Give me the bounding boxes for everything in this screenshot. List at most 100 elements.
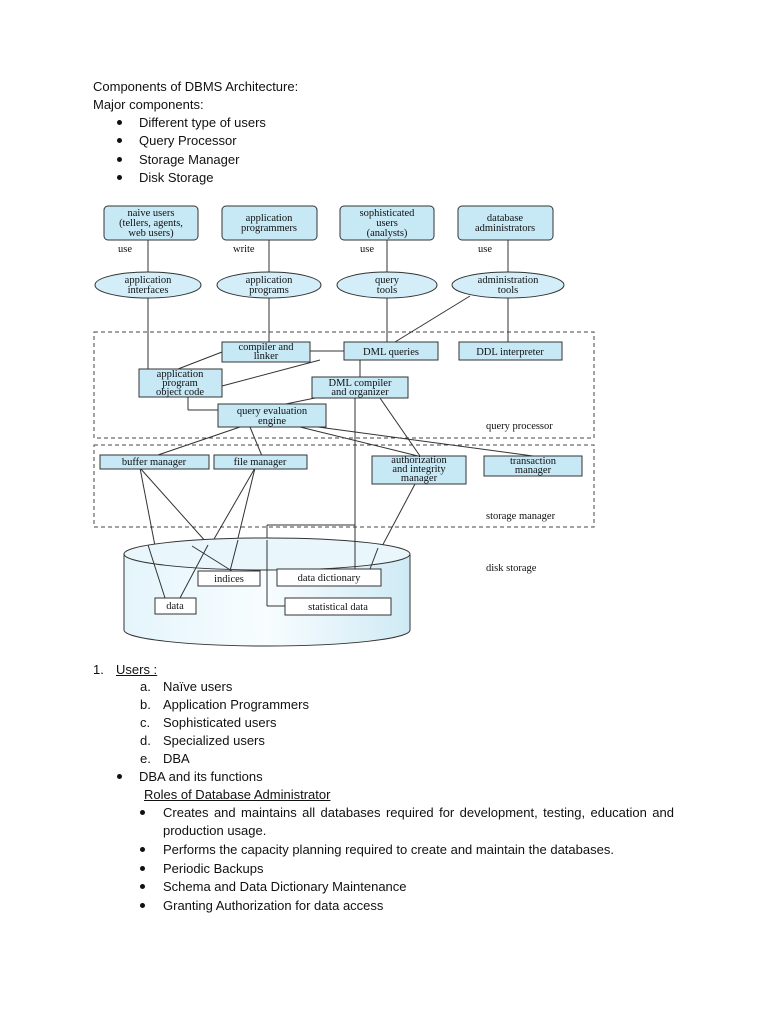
app-programmers-text: application: [246, 213, 293, 224]
bullet-icon: [117, 138, 122, 143]
transaction-text: transaction: [510, 456, 557, 467]
naive-users-text: web users): [128, 228, 174, 239]
user-type-item: Application Programmers: [163, 697, 309, 712]
dba-functions-item: DBA and its functions: [139, 769, 263, 784]
query-processor-label: query processor: [486, 421, 553, 432]
indices-text: indices: [214, 574, 244, 585]
list-marker: a.: [140, 679, 151, 694]
statistical-data-box: [284, 597, 392, 616]
bullet-icon: [117, 175, 122, 180]
doc-subtitle: Major components:: [93, 97, 204, 112]
list-marker: b.: [140, 697, 151, 712]
data-dictionary-box: [276, 568, 382, 587]
list-marker: c.: [140, 715, 151, 730]
dml-compiler-text: DML compiler: [329, 378, 392, 389]
dbms-architecture-diagram: naive users (tellers, agents, web users)…: [93, 205, 595, 647]
bullet-icon: [140, 884, 145, 889]
disk-storage-label: disk storage: [486, 563, 537, 574]
section-number: 1.: [93, 662, 104, 677]
ddl-interpreter-box: [458, 341, 563, 361]
doc-title: Components of DBMS Architecture:: [93, 79, 299, 94]
app-object-code-box: [138, 368, 223, 398]
component-item: Different type of users: [139, 115, 266, 130]
query-engine-text: query evaluation: [237, 406, 308, 417]
tool-text: application: [246, 275, 293, 286]
component-item: Disk Storage: [139, 170, 214, 185]
user-type-item: Naïve users: [163, 679, 233, 694]
storage-manager-region: [93, 444, 595, 528]
compiler-linker-box: [221, 341, 311, 363]
user-type-item: Sophisticated users: [163, 715, 277, 730]
dba-text: database: [487, 213, 523, 224]
dba-role-item: Schema and Data Dictionary Maintenance: [163, 879, 407, 894]
bullet-icon: [140, 903, 145, 908]
query-engine-box: [217, 403, 327, 428]
file-manager-box: [213, 454, 308, 470]
naive-users-text: naive users: [128, 208, 175, 219]
tool-text: tools: [498, 285, 518, 296]
statistical-data-text: statistical data: [308, 602, 368, 613]
buffer-manager-text: buffer manager: [122, 457, 187, 468]
transaction-manager-box: [483, 455, 583, 477]
dba-text: administrators: [475, 223, 535, 234]
list-marker: e.: [140, 751, 151, 766]
data-text: data: [166, 601, 184, 612]
verb-label: use: [360, 244, 374, 255]
dba-role-item: Creates and maintains all databases requ…: [163, 805, 674, 838]
dba-box: [457, 205, 554, 241]
users-heading: Users :: [116, 662, 158, 677]
indices-box: [197, 570, 261, 587]
authorization-text: and integrity: [392, 464, 446, 475]
sophisticated-users-text: (analysts): [367, 228, 408, 239]
sophisticated-users-text: sophisticated: [360, 208, 416, 219]
compiler-text: compiler and: [238, 342, 294, 353]
query-engine-text: engine: [258, 416, 286, 427]
dba-role-item: Periodic Backups: [163, 861, 264, 876]
verb-label: write: [233, 244, 255, 255]
app-object-text: program: [162, 378, 198, 389]
authorization-text: manager: [401, 473, 438, 484]
app-programmers-text: programmers: [241, 223, 297, 234]
data-dictionary-text: data dictionary: [298, 573, 361, 584]
app-object-text: object code: [156, 387, 204, 398]
naive-users-box: [103, 205, 199, 241]
dml-compiler-text: and organizer: [331, 387, 389, 398]
component-item: Storage Manager: [139, 152, 240, 167]
authorization-text: authorization: [391, 455, 447, 466]
data-box: [154, 597, 197, 615]
buffer-manager-box: [99, 454, 210, 470]
compiler-text: linker: [254, 351, 279, 362]
bullet-icon: [140, 847, 145, 852]
tool-text: interfaces: [128, 285, 169, 296]
roles-heading: Roles of Database Administrator: [144, 787, 331, 802]
dml-queries-text: DML queries: [363, 347, 419, 358]
bullet-icon: [140, 866, 145, 871]
bullet-icon: [117, 157, 122, 162]
user-type-item: Specialized users: [163, 733, 265, 748]
tool-text: application: [125, 275, 172, 286]
transaction-text: manager: [515, 465, 552, 476]
dba-role-item: Performs the capacity planning required …: [163, 842, 614, 857]
bullet-icon: [117, 120, 122, 125]
tool-text: query: [375, 275, 400, 286]
tool-text: tools: [377, 285, 397, 296]
sophisticated-users-text: users: [376, 218, 398, 229]
user-type-item: DBA: [163, 751, 190, 766]
bullet-icon: [140, 810, 145, 815]
bullet-icon: [117, 774, 122, 779]
ddl-interpreter-text: DDL interpreter: [476, 347, 544, 358]
dba-role-item: Granting Authorization for data access: [163, 898, 384, 913]
dml-queries-box: [343, 341, 439, 361]
file-manager-text: file manager: [234, 457, 287, 468]
tool-text: programs: [249, 285, 289, 296]
component-item: Query Processor: [139, 133, 237, 148]
app-object-text: application: [157, 369, 204, 380]
verb-label: use: [118, 244, 132, 255]
authorization-box: [371, 455, 467, 485]
naive-users-text: (tellers, agents,: [119, 218, 183, 229]
tool-text: administration: [478, 275, 539, 286]
storage-manager-label: storage manager: [486, 511, 556, 522]
list-marker: d.: [140, 733, 151, 748]
verb-label: use: [478, 244, 492, 255]
dml-compiler-box: [311, 376, 409, 399]
